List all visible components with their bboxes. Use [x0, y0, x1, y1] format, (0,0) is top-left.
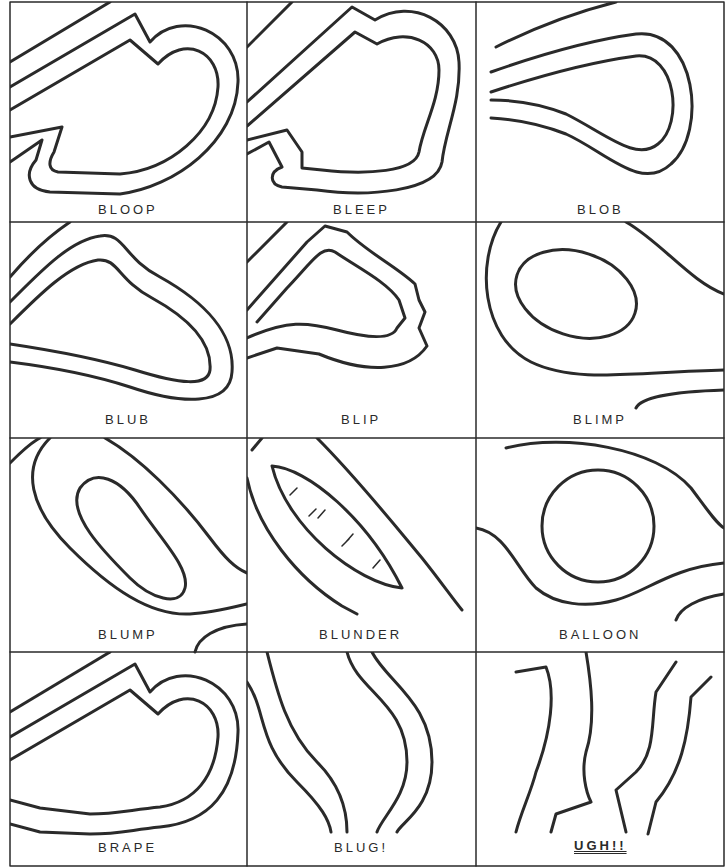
- contour-line: [10, 690, 218, 814]
- contour-line: [247, 250, 405, 338]
- contour-line: [247, 478, 357, 614]
- contour-sketch: [247, 2, 459, 193]
- shape-label: BLUNDER: [316, 627, 405, 643]
- contour-line: [247, 32, 439, 172]
- contour-line: [551, 652, 592, 832]
- contour-line: [616, 662, 676, 832]
- contour-line: [195, 624, 247, 652]
- grid-border: [10, 2, 724, 866]
- contour-sketch: [10, 438, 247, 652]
- contour-line: [10, 14, 238, 194]
- contour-sketch: [247, 438, 462, 614]
- shape-label: BLIP: [338, 412, 384, 428]
- contour-sketch: [10, 2, 238, 194]
- contour-line: [247, 226, 427, 367]
- shape-label: BLOOP: [95, 202, 161, 218]
- shape-label: BLUMP: [95, 627, 161, 643]
- shape-label: BLUB: [102, 412, 154, 428]
- shape-label: BLIMP: [570, 412, 630, 428]
- contour-line: [516, 667, 551, 832]
- contour-sketch: [476, 442, 724, 620]
- contour-line: [648, 677, 711, 834]
- contour-line: [10, 664, 238, 834]
- tick-marks: [290, 488, 380, 568]
- shape-label: UGH!!: [571, 838, 630, 854]
- shape-label: BRAPE: [95, 840, 160, 856]
- contour-line: [486, 222, 724, 375]
- contour-line: [10, 236, 232, 400]
- contour-sketch: [486, 222, 724, 408]
- contour-line: [542, 470, 654, 582]
- contour-line: [247, 682, 331, 832]
- grid-line: [10, 651, 724, 653]
- contour-line: [10, 2, 110, 62]
- contour-line: [247, 2, 292, 47]
- contour-line: [247, 222, 287, 262]
- grid-line: [10, 221, 724, 223]
- shape-label: BLOB: [574, 202, 627, 218]
- contour-line: [267, 652, 347, 832]
- contour-line: [10, 40, 218, 174]
- contour-line: [347, 652, 407, 832]
- grid-line: [246, 2, 248, 866]
- contour-line: [77, 478, 186, 599]
- contour-line: [636, 390, 724, 408]
- contour-line: [317, 438, 462, 610]
- contour-line: [476, 528, 724, 604]
- contour-line: [491, 34, 692, 174]
- shape-label: BALLOON: [556, 627, 644, 643]
- contour-line: [626, 222, 724, 294]
- contour-line: [372, 652, 432, 832]
- contour-sketch: [491, 2, 692, 174]
- contour-sketch: [247, 652, 432, 832]
- contour-line: [10, 652, 110, 712]
- contour-line: [491, 56, 673, 150]
- contour-line: [504, 235, 648, 353]
- contour-line: [33, 438, 247, 614]
- contour-line: [506, 442, 724, 528]
- contour-line: [676, 594, 724, 620]
- grid-line: [10, 437, 724, 439]
- contour-line: [247, 7, 459, 193]
- contour-sketch: [10, 652, 238, 834]
- contour-line: [105, 438, 247, 573]
- contour-sketch: [247, 222, 427, 367]
- contour-sketch: [10, 222, 232, 399]
- grid-line: [475, 2, 477, 866]
- shape-label: BLEEP: [330, 202, 393, 218]
- contour-line: [10, 222, 70, 277]
- contour-line: [10, 260, 210, 382]
- contour-sketch: [516, 652, 711, 834]
- contour-line: [272, 466, 402, 588]
- contour-line: [252, 438, 262, 450]
- shape-label: BLUG!: [331, 840, 391, 856]
